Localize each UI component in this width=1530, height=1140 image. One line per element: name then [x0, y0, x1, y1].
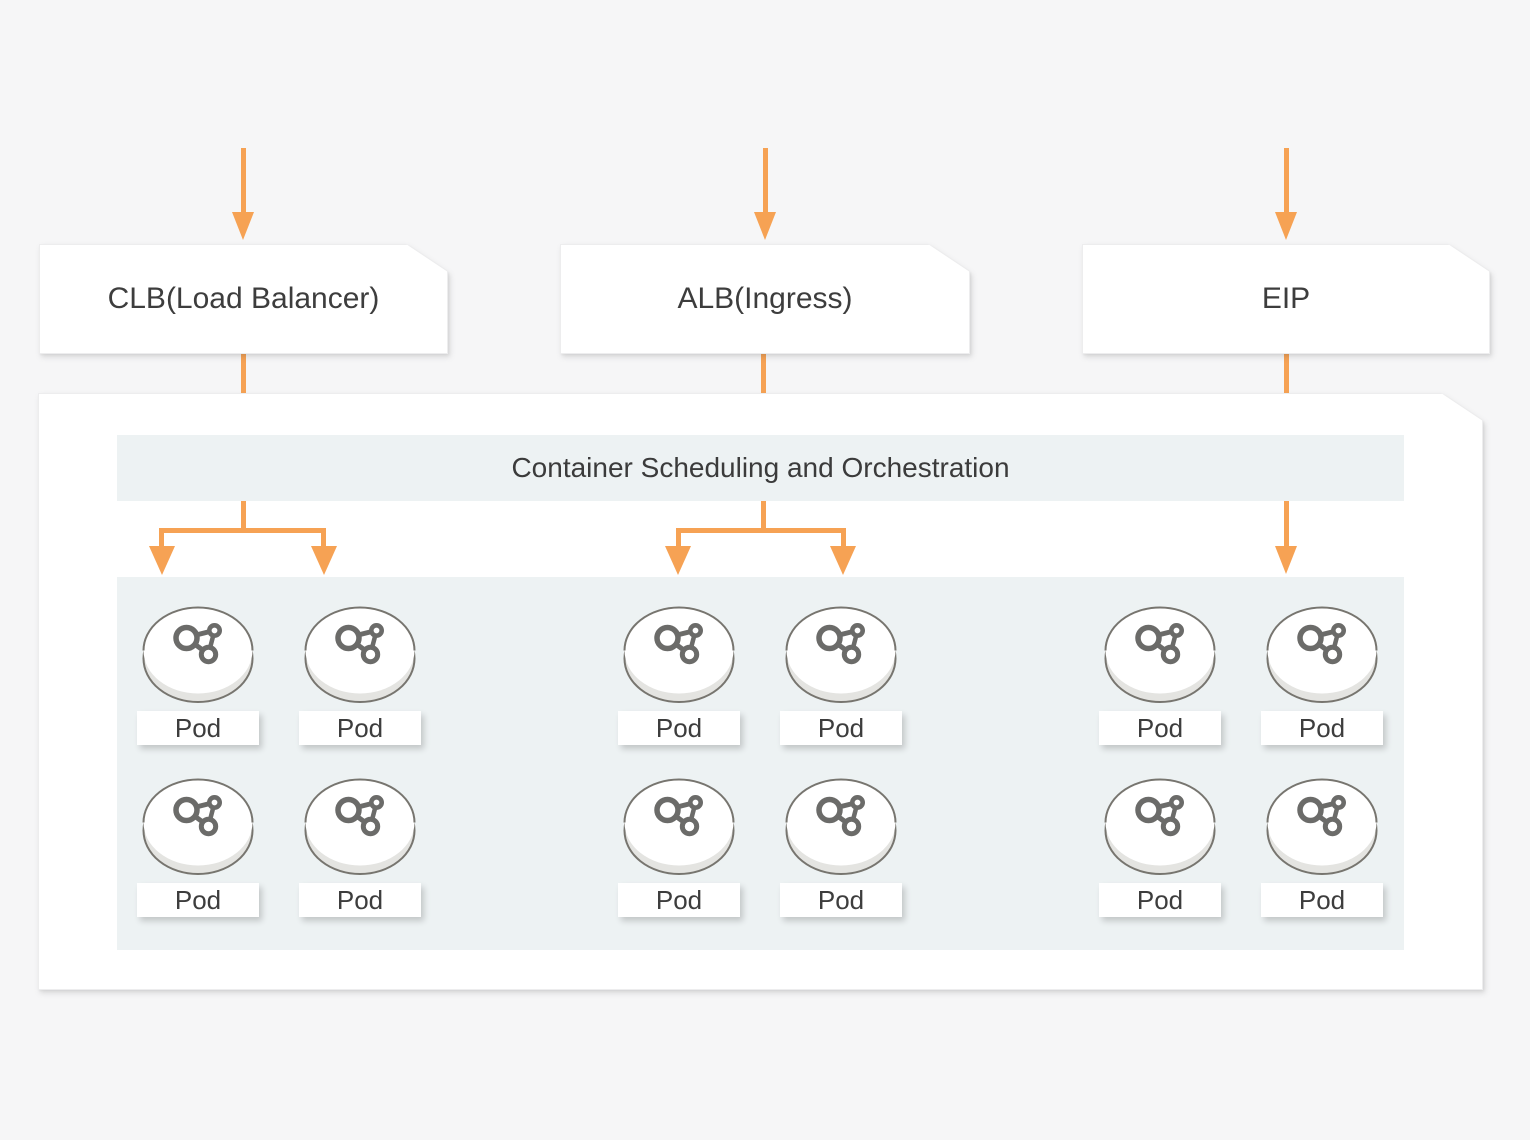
- pod-label: Pod: [1099, 883, 1221, 917]
- pod-cylinder-icon: [1104, 778, 1216, 875]
- pod-label: Pod: [780, 711, 902, 745]
- pod-cylinder-icon: [1266, 606, 1378, 703]
- pod-node: Pod: [618, 778, 740, 917]
- pod-node: Pod: [1261, 778, 1383, 917]
- pod-molecule-icon: [335, 794, 385, 837]
- pod-node: Pod: [299, 778, 421, 917]
- clb-node-label: CLB(Load Balancer): [107, 282, 380, 315]
- eip-node-label: EIP: [1261, 282, 1311, 315]
- pod-molecule-icon: [816, 622, 866, 665]
- pod-node: Pod: [137, 606, 259, 745]
- pod-node: Pod: [780, 778, 902, 917]
- eip-node: EIP: [1082, 244, 1490, 354]
- pod-node: Pod: [618, 606, 740, 745]
- clb-node: CLB(Load Balancer): [39, 244, 448, 354]
- pod-node: Pod: [137, 778, 259, 917]
- pod-node: Pod: [780, 606, 902, 745]
- alb-node: ALB(Ingress): [560, 244, 970, 354]
- pod-molecule-icon: [1297, 622, 1347, 665]
- pod-label: Pod: [299, 883, 421, 917]
- pod-label: Pod: [618, 883, 740, 917]
- pod-cylinder-icon: [142, 778, 254, 875]
- pod-label: Pod: [137, 711, 259, 745]
- pod-cylinder-icon: [1266, 778, 1378, 875]
- pod-cylinder-icon: [623, 778, 735, 875]
- pod-molecule-icon: [173, 794, 223, 837]
- pod-cylinder-icon: [785, 778, 897, 875]
- pod-cylinder-icon: [785, 606, 897, 703]
- pod-cylinder-icon: [1104, 606, 1216, 703]
- pod-label: Pod: [780, 883, 902, 917]
- pod-cylinder-icon: [304, 606, 416, 703]
- pod-molecule-icon: [335, 622, 385, 665]
- orchestration-banner-label: Container Scheduling and Orchestration: [511, 452, 1010, 483]
- pod-molecule-icon: [173, 622, 223, 665]
- pod-molecule-icon: [816, 794, 866, 837]
- pod-node: Pod: [1099, 606, 1221, 745]
- pod-cylinder-icon: [304, 778, 416, 875]
- pod-cylinder-icon: [142, 606, 254, 703]
- pod-molecule-icon: [654, 794, 704, 837]
- pod-node: Pod: [299, 606, 421, 745]
- pod-molecule-icon: [1297, 794, 1347, 837]
- pod-label: Pod: [137, 883, 259, 917]
- pod-node: Pod: [1099, 778, 1221, 917]
- pod-label: Pod: [1261, 711, 1383, 745]
- alb-node-label: ALB(Ingress): [677, 282, 853, 315]
- pod-label: Pod: [1261, 883, 1383, 917]
- pod-label: Pod: [618, 711, 740, 745]
- pod-cylinder-icon: [623, 606, 735, 703]
- pod-molecule-icon: [1135, 794, 1185, 837]
- pod-molecule-icon: [1135, 622, 1185, 665]
- orchestration-banner: Container Scheduling and Orchestration: [117, 435, 1404, 501]
- pod-molecule-icon: [654, 622, 704, 665]
- pod-label: Pod: [1099, 711, 1221, 745]
- pod-node: Pod: [1261, 606, 1383, 745]
- pod-label: Pod: [299, 711, 421, 745]
